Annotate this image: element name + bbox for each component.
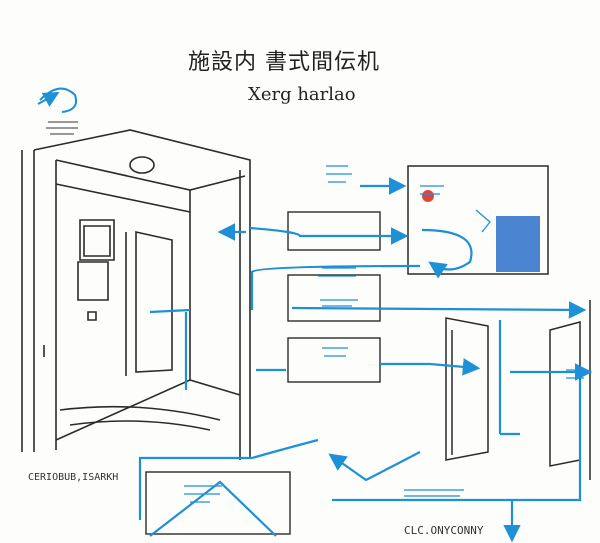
diagram-title: 施設内 書式間伝机 [188,50,380,75]
bottom-left-caption: CERIOBUB,ISARKH [28,472,119,483]
annotation-scribbles [184,165,586,503]
bottom-right-caption: CLC.ONYCONNY [404,524,484,537]
door-sketches [445,300,591,480]
flow-arrows [138,177,593,543]
logo-scribble [46,121,78,135]
diagram-subtitle: Xerg harlao [248,84,356,105]
logo-swirl-icon [37,87,78,113]
blue-block [496,216,540,272]
room-sketch [21,129,251,460]
reference-panel [407,165,549,275]
note-boxes [145,211,381,535]
red-mark-icon [422,190,434,202]
